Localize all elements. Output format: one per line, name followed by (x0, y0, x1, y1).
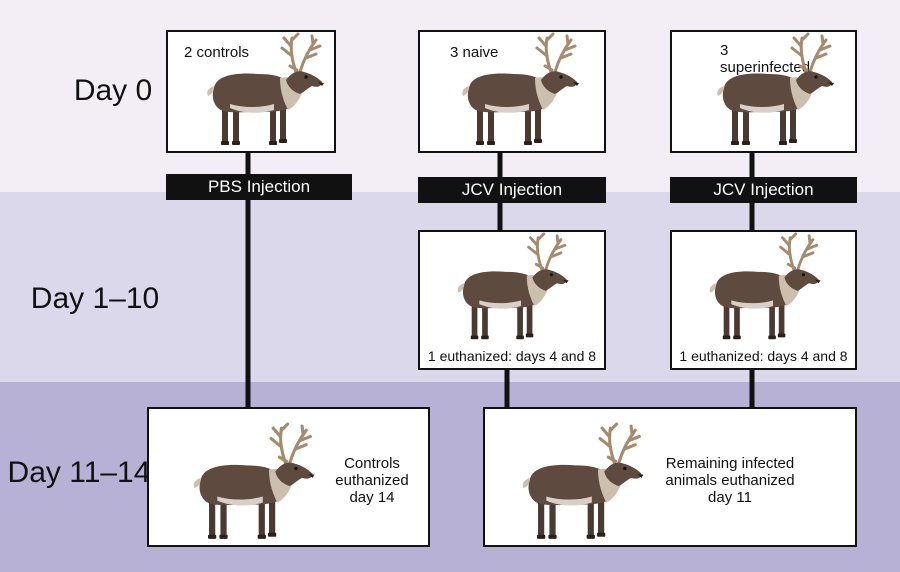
day-0-label: Day 0 (73, 74, 153, 107)
day-1-10-label: Day 1–10 (30, 282, 160, 315)
pbs-injection-bar: PBS Injection (166, 174, 352, 200)
jcv-injection-bar-superinfected: JCV Injection (670, 177, 857, 203)
reindeer-icon (460, 32, 581, 147)
superinfected-label: 3 superinfected (720, 42, 811, 76)
naive-mid-label: 1 euthanized: days 4 and 8 (427, 348, 597, 364)
reindeer-icon (521, 422, 646, 541)
reindeer-icon (715, 32, 836, 147)
reindeer-icon (205, 32, 326, 147)
day-11-14-label: Day 11–14 (7, 456, 151, 489)
reindeer-icon (456, 232, 570, 341)
superinfected-mid-box: 1 euthanized: days 4 and 8 (670, 230, 857, 370)
controls-label: 2 controls (184, 44, 250, 61)
controls-final-label: Controls euthanized day 14 (335, 455, 409, 506)
naive-label: 3 naive (450, 44, 499, 61)
jcv-injection-bar-naive: JCV Injection (418, 177, 606, 203)
infected-final-label: Remaining infected animals euthanized da… (665, 455, 795, 506)
superinfected-mid-label: 1 euthanized: days 4 and 8 (679, 348, 848, 364)
reindeer-icon (192, 422, 317, 541)
reindeer-icon (708, 232, 822, 341)
